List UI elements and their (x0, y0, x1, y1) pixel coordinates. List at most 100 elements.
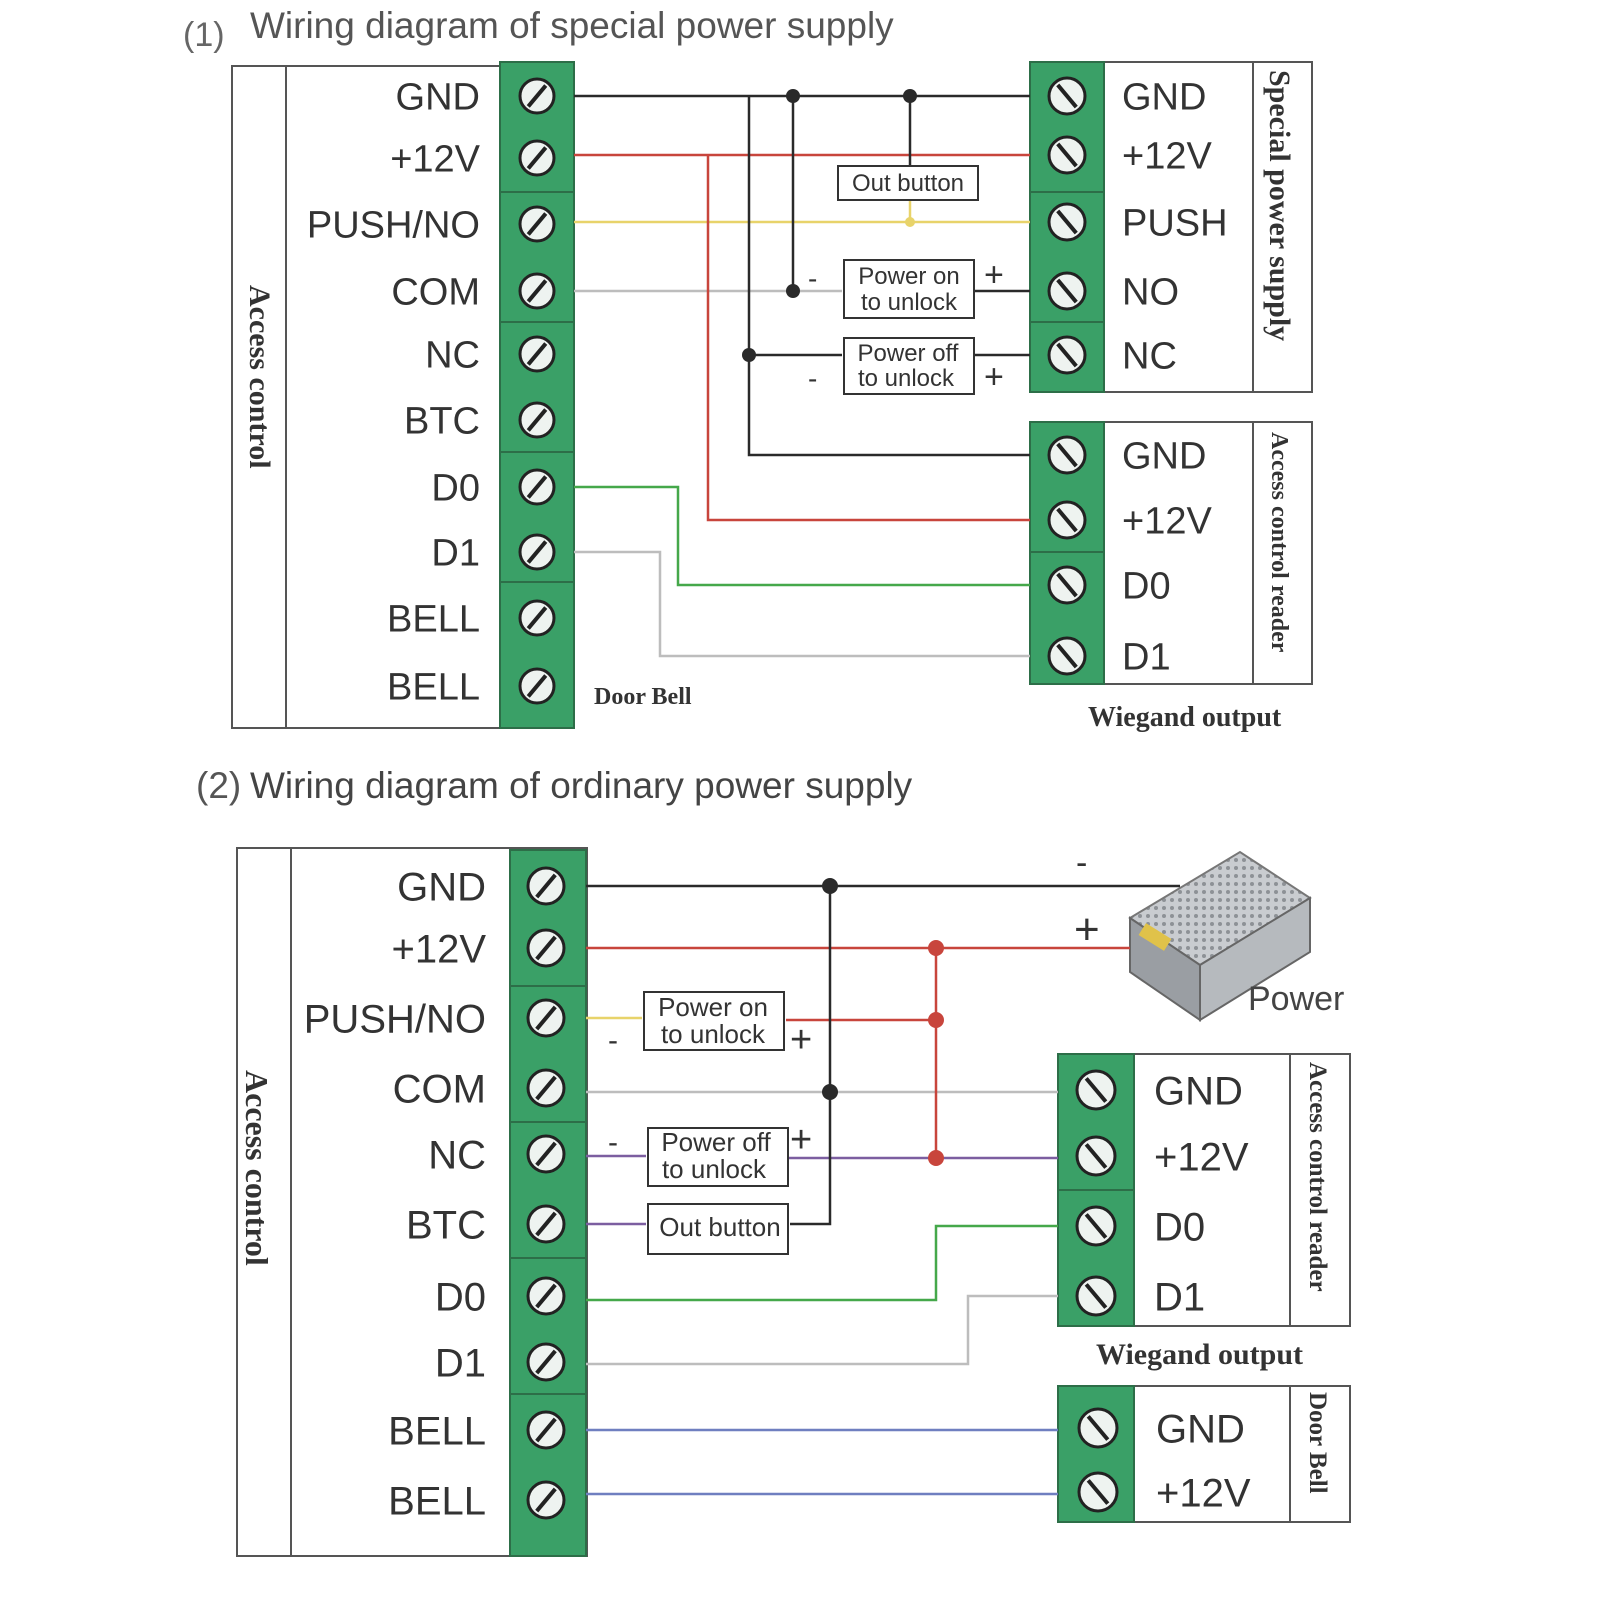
power-minus: - (1076, 844, 1087, 882)
special-power-supply-label: Special power supply (1263, 70, 1296, 341)
reader-1-screw-slot (1056, 507, 1078, 533)
access-control-terminal-strip-2 (509, 849, 587, 1557)
reader-1-terminal-label: GND (1122, 436, 1206, 478)
junctions-2 (822, 878, 944, 1166)
power-on-minus-2: - (608, 1024, 618, 1057)
access-control-2-terminal-label: D1 (435, 1341, 486, 1385)
access-control-label-2: Access control (239, 1070, 275, 1266)
power-on-minus-1: - (808, 263, 817, 294)
access-control-2-terminal-label: GND (397, 865, 486, 909)
access-control-1-screw-slot (526, 606, 548, 630)
special-power-supply-screw-slot (1056, 83, 1078, 109)
wire-12v-reader-1 (706, 155, 1030, 522)
power-label: Power (1248, 980, 1344, 1018)
access-control-1-terminal-label: GND (396, 77, 480, 119)
door-bell-screw-slot (1086, 1479, 1110, 1505)
access-control-1-screw-slot (526, 84, 548, 108)
access-control-1-screw-slot (526, 674, 548, 698)
power-off-unlock-1 (843, 337, 975, 395)
wires-1 (574, 94, 1030, 658)
diagram-2-title: Wiring diagram of ordinary power supply (250, 765, 913, 806)
wire-gnd-v-1 (747, 96, 1030, 457)
out-button-label-1: Out button (852, 170, 964, 197)
access-control-2-screw-slot (535, 1417, 557, 1443)
access-control-1-terminal-label: NC (425, 335, 480, 377)
wiegand-output-label-2: Wiegand output (1096, 1338, 1303, 1371)
reader-label-2: Access control reader (1304, 1062, 1331, 1292)
power-on-plus-2: + (790, 1019, 812, 1061)
access-control-1-terminal-label: D0 (431, 468, 480, 510)
reader-2-terminal-label: D0 (1154, 1205, 1205, 1249)
access-control-2-terminal-label: BELL (388, 1409, 486, 1453)
power-on-line1-2: Power on (658, 992, 768, 1022)
power-off-line1-2: Power off (661, 1127, 771, 1157)
out-button-1 (837, 165, 979, 201)
access-control-1-screw-slot (526, 342, 548, 366)
access-control-2-screw-slot (535, 935, 557, 961)
power-off-plus-2: + (790, 1119, 812, 1161)
diagram-2-number: (2) (196, 765, 241, 806)
access-control-2-screw-slot (535, 1005, 557, 1031)
reader-1-terminal-label: D1 (1122, 637, 1171, 679)
special-power-supply-terminal-label: NC (1122, 336, 1177, 378)
door-bell-label-2: Door Bell (1304, 1392, 1331, 1494)
access-control-1-screw-slot (526, 540, 548, 564)
reader-2-screw-slot (1084, 1143, 1108, 1169)
wire-d0-2 (586, 1224, 1058, 1302)
power-on-unlock-1 (843, 259, 975, 319)
reader-1-screw-slot (1056, 643, 1078, 669)
access-control-2-terminal-label: COM (393, 1067, 486, 1111)
door-bell-terminal-label: +12V (1156, 1471, 1251, 1515)
access-control-2-screw-slot (535, 1141, 557, 1167)
reader-2-screw-slot (1084, 1077, 1108, 1103)
access-control-2-screw-slot (535, 873, 557, 899)
reader-2-screw-slot (1084, 1213, 1108, 1239)
wire-d0-1 (574, 485, 1030, 587)
access-control-2-terminal-label: BELL (388, 1479, 486, 1523)
special-power-supply-screw-slot (1056, 342, 1078, 368)
special-power-supply-terminal-label: PUSH (1122, 203, 1228, 245)
power-supply-icon (1128, 850, 1312, 1022)
access-control-label-1: Access control (243, 285, 276, 469)
power-off-plus-1: + (984, 358, 1004, 396)
access-control-1-terminal-label: +12V (390, 139, 480, 181)
power-off-line1-1: Power off (858, 340, 959, 367)
access-control-2-screw-slot (535, 1283, 557, 1309)
access-control-1-screw-slot (526, 475, 548, 499)
wiegand-output-label-1: Wiegand output (1088, 702, 1282, 733)
reader-2-terminal-label: GND (1154, 1069, 1243, 1113)
door-bell-label-1: Door Bell (594, 684, 692, 710)
special-power-supply-screw-slot (1056, 278, 1078, 304)
junctions-1 (742, 89, 917, 362)
power-plus: + (1074, 905, 1100, 954)
diagram-1-title: Wiring diagram of special power supply (250, 5, 894, 46)
access-control-1-screw-slot (526, 146, 548, 170)
reader-1-screw-slot (1056, 442, 1078, 468)
power-off-unlock-2 (647, 1127, 789, 1187)
wire-btc-right-2 (790, 886, 832, 1226)
power-off-line2-1: to unlock (858, 365, 955, 392)
special-power-supply-screw-slot (1056, 209, 1078, 235)
special-power-supply-screw-slot (1056, 142, 1078, 168)
reader-1-terminal-label: D0 (1122, 566, 1171, 608)
diagram-1-number: (1) (183, 16, 225, 54)
access-control-1-terminal-label: BELL (387, 667, 480, 709)
reader-1-terminal-label: +12V (1122, 501, 1212, 543)
access-control-2-terminal-label: +12V (391, 927, 486, 971)
special-power-supply-terminal-label: GND (1122, 77, 1206, 119)
access-control-1-terminal-label: BELL (387, 599, 480, 641)
diagram-2: (2) Wiring diagram of ordinary power sup… (196, 765, 1351, 1557)
door-bell-terminal-label: GND (1156, 1407, 1245, 1451)
wire-d1-1 (574, 550, 1030, 658)
power-on-line2-1: to unlock (861, 289, 958, 316)
reader-2-screw-slot (1084, 1283, 1108, 1309)
access-control-1-terminal-label: COM (391, 272, 480, 314)
reader-2-terminal-label: +12V (1154, 1135, 1249, 1179)
power-on-line2-2: to unlock (661, 1019, 766, 1049)
access-control-1-screw-slot (526, 408, 548, 432)
special-power-supply-terminal-label: NO (1122, 272, 1179, 314)
reader-label-1: Access control reader (1266, 432, 1292, 653)
access-control-1-screw-slot (526, 212, 548, 236)
reader-2-terminal-label: D1 (1154, 1275, 1205, 1319)
